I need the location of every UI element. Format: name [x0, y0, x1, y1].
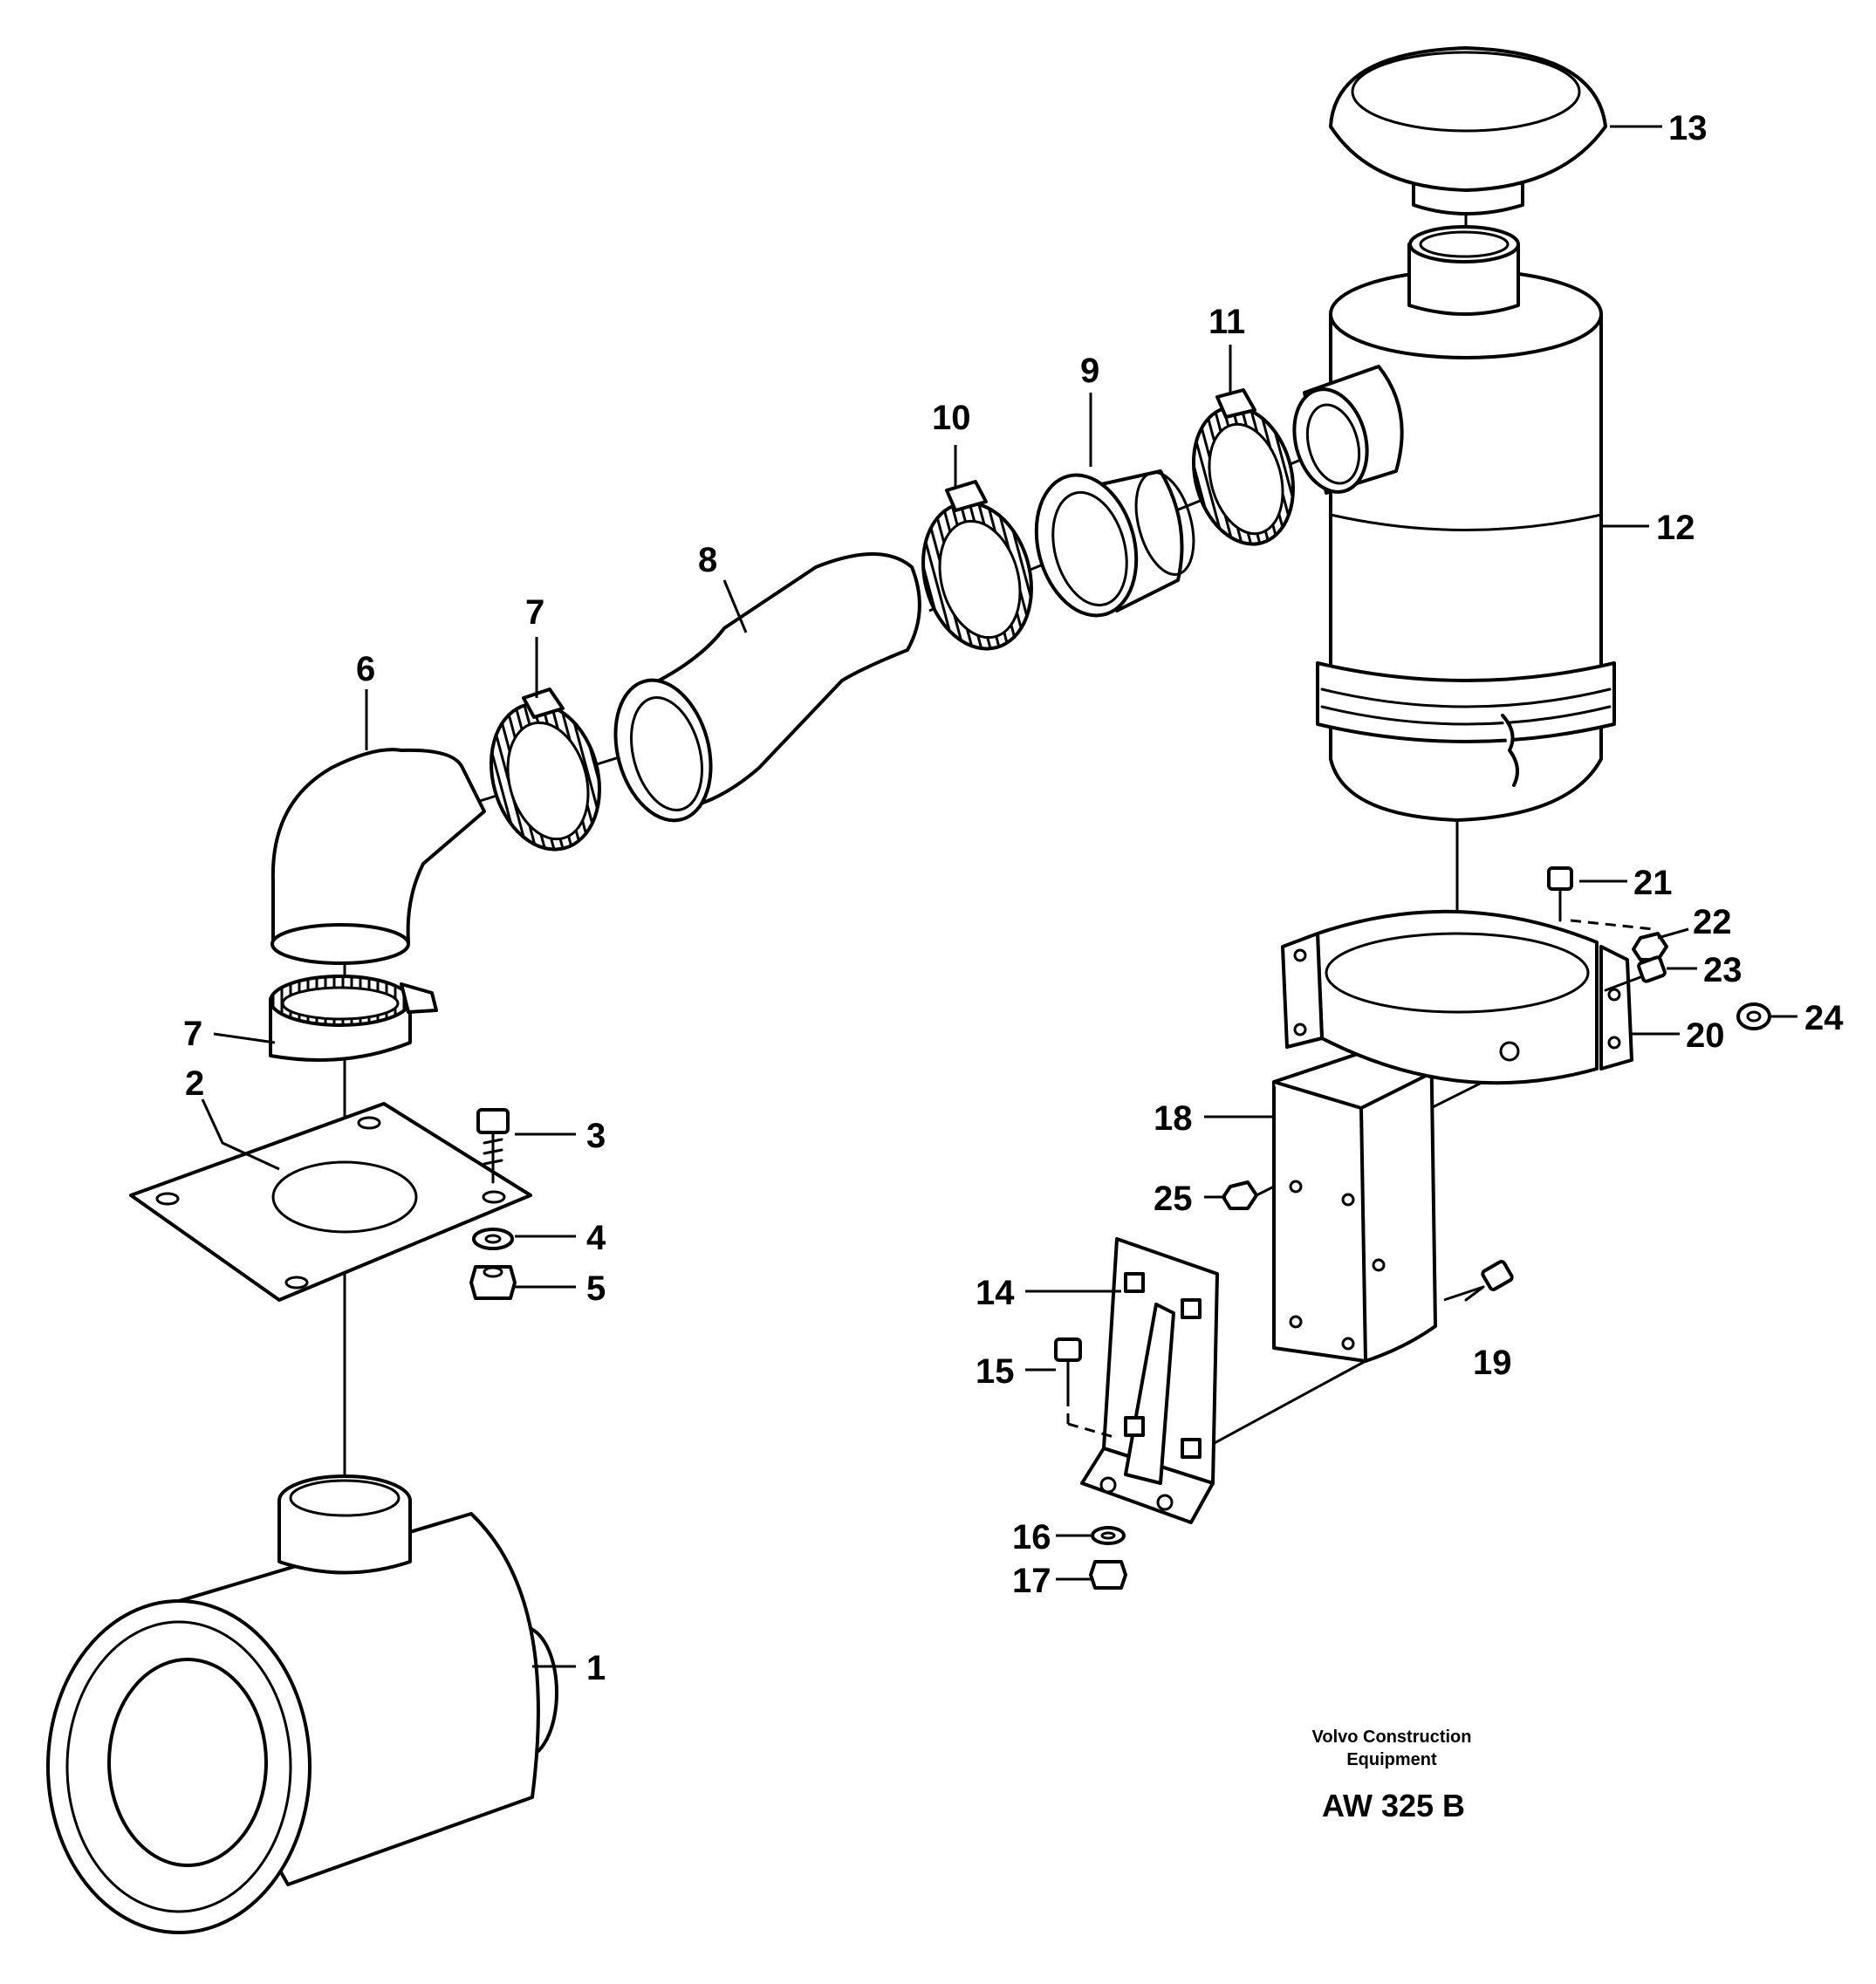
- callout-22: 22: [1693, 903, 1732, 941]
- part-12-air-filter-housing: [1292, 225, 1616, 822]
- part-10-hose-clamp: [921, 480, 1033, 651]
- part-16-washer: [1091, 1526, 1126, 1545]
- callout-15: 15: [976, 1352, 1015, 1391]
- callout-10: 10: [932, 399, 971, 437]
- callout-8: 8: [698, 541, 717, 579]
- part-3-bolt: [476, 1108, 510, 1184]
- part-4-washer: [472, 1228, 514, 1250]
- callout-20: 20: [1686, 1016, 1725, 1055]
- part-21-bolt: [1547, 866, 1654, 931]
- callout-4: 4: [586, 1219, 606, 1257]
- maker-block: Volvo Construction Equipment AW 325 B: [1312, 1727, 1472, 1823]
- callout-25: 25: [1154, 1180, 1193, 1218]
- callout-7-lower: 7: [183, 1015, 202, 1053]
- part-20-band-clamp: [1281, 909, 1633, 1085]
- callout-1: 1: [586, 1649, 606, 1687]
- callout-14: 14: [976, 1274, 1015, 1312]
- part-8-intake-hose: [613, 552, 921, 823]
- part-9-reducer-coupling: [1034, 469, 1195, 618]
- callout-12: 12: [1656, 509, 1695, 547]
- callout-18: 18: [1154, 1099, 1193, 1138]
- callout-13: 13: [1668, 109, 1708, 147]
- part-2-flange-plate: [129, 1102, 532, 1302]
- callout-11: 11: [1208, 303, 1245, 341]
- callout-9: 9: [1080, 352, 1099, 390]
- callout-3: 3: [586, 1117, 606, 1155]
- part-14-mounting-bracket: [1080, 1237, 1219, 1524]
- part-13-rain-cap: [1329, 46, 1607, 216]
- callout-16: 16: [1012, 1518, 1051, 1556]
- callout-19: 19: [1473, 1344, 1512, 1382]
- part-11-hose-clamp: [1191, 388, 1296, 546]
- callout-21: 21: [1633, 864, 1673, 902]
- callout-labels: 1 2 3 4 5 6 7 7 8 9 10 11 12 13 14 15 16…: [183, 109, 1844, 1687]
- callout-24: 24: [1804, 999, 1844, 1037]
- callout-6: 6: [356, 650, 375, 688]
- callout-23: 23: [1703, 951, 1742, 989]
- part-18-support-post: [1272, 1028, 1437, 1363]
- maker-line-2: Equipment: [1346, 1750, 1437, 1769]
- drawing-code: AW 325 B: [1322, 1788, 1465, 1823]
- part-23-bolt: [1604, 955, 1667, 992]
- callout-5: 5: [586, 1269, 606, 1308]
- part-17-nut: [1089, 1560, 1127, 1590]
- callout-17: 17: [1012, 1562, 1051, 1600]
- part-7-hose-clamp-lower: [269, 975, 438, 1062]
- part-5-nut: [469, 1265, 517, 1300]
- callout-2: 2: [185, 1064, 204, 1103]
- leader-lines: [201, 125, 1797, 1668]
- part-1-precleaner-canister: [46, 1474, 558, 1934]
- part-6-elbow-hose: [270, 748, 486, 965]
- part-25-nut: [1222, 1180, 1258, 1210]
- part-7-hose-clamp-upper: [490, 688, 601, 852]
- callout-7-upper: 7: [525, 593, 544, 632]
- part-15-bolt: [1054, 1337, 1118, 1440]
- maker-line-1: Volvo Construction: [1312, 1727, 1472, 1747]
- part-24-washer: [1736, 1002, 1771, 1030]
- part-19-bolt: [1464, 1260, 1514, 1302]
